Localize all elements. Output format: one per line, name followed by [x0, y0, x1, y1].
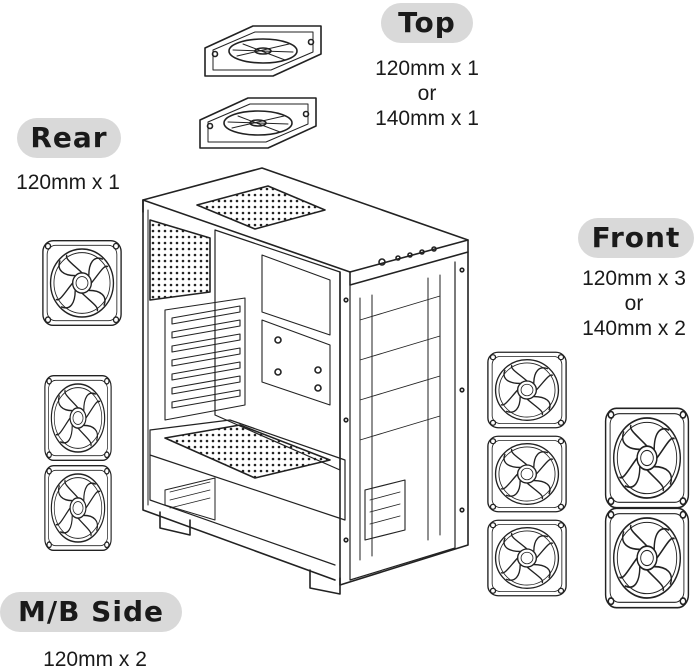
top-spec-line-1: 120mm x 1 — [375, 57, 479, 80]
top-fan-lower — [199, 97, 317, 149]
top-label: Top — [381, 3, 473, 43]
top-spec: 120mm x 1 or 140mm x 1 — [355, 56, 499, 131]
mb-side-spec: 120mm x 2 — [25, 647, 165, 672]
top-fan-upper — [204, 25, 322, 77]
front-spec-line-3: 140mm x 2 — [582, 317, 686, 340]
front-120-fan-1 — [487, 351, 567, 429]
top-spec-line-3: 140mm x 1 — [375, 107, 479, 130]
mb-side-fan-1 — [44, 374, 112, 462]
front-spec-line-2: or — [624, 292, 644, 315]
case-body — [142, 167, 469, 595]
rear-fan — [42, 239, 122, 327]
rear-spec: 120mm x 1 — [0, 170, 136, 195]
rear-spec-line-1: 120mm x 1 — [16, 171, 120, 194]
front-120-fan-2 — [487, 435, 567, 513]
front-140-fan-2 — [604, 507, 690, 609]
top-spec-line-2: or — [417, 82, 437, 105]
mb-side-spec-line-1: 120mm x 2 — [43, 648, 147, 671]
front-spec-line-1: 120mm x 3 — [582, 267, 686, 290]
mb-side-label: M/B Side — [0, 592, 182, 632]
front-120-fan-3 — [487, 519, 567, 597]
front-label: Front — [578, 218, 694, 258]
front-140-fan-1 — [604, 407, 690, 509]
front-spec: 120mm x 3 or 140mm x 2 — [570, 266, 698, 341]
mb-side-fan-2 — [44, 464, 112, 552]
rear-label: Rear — [17, 118, 121, 158]
